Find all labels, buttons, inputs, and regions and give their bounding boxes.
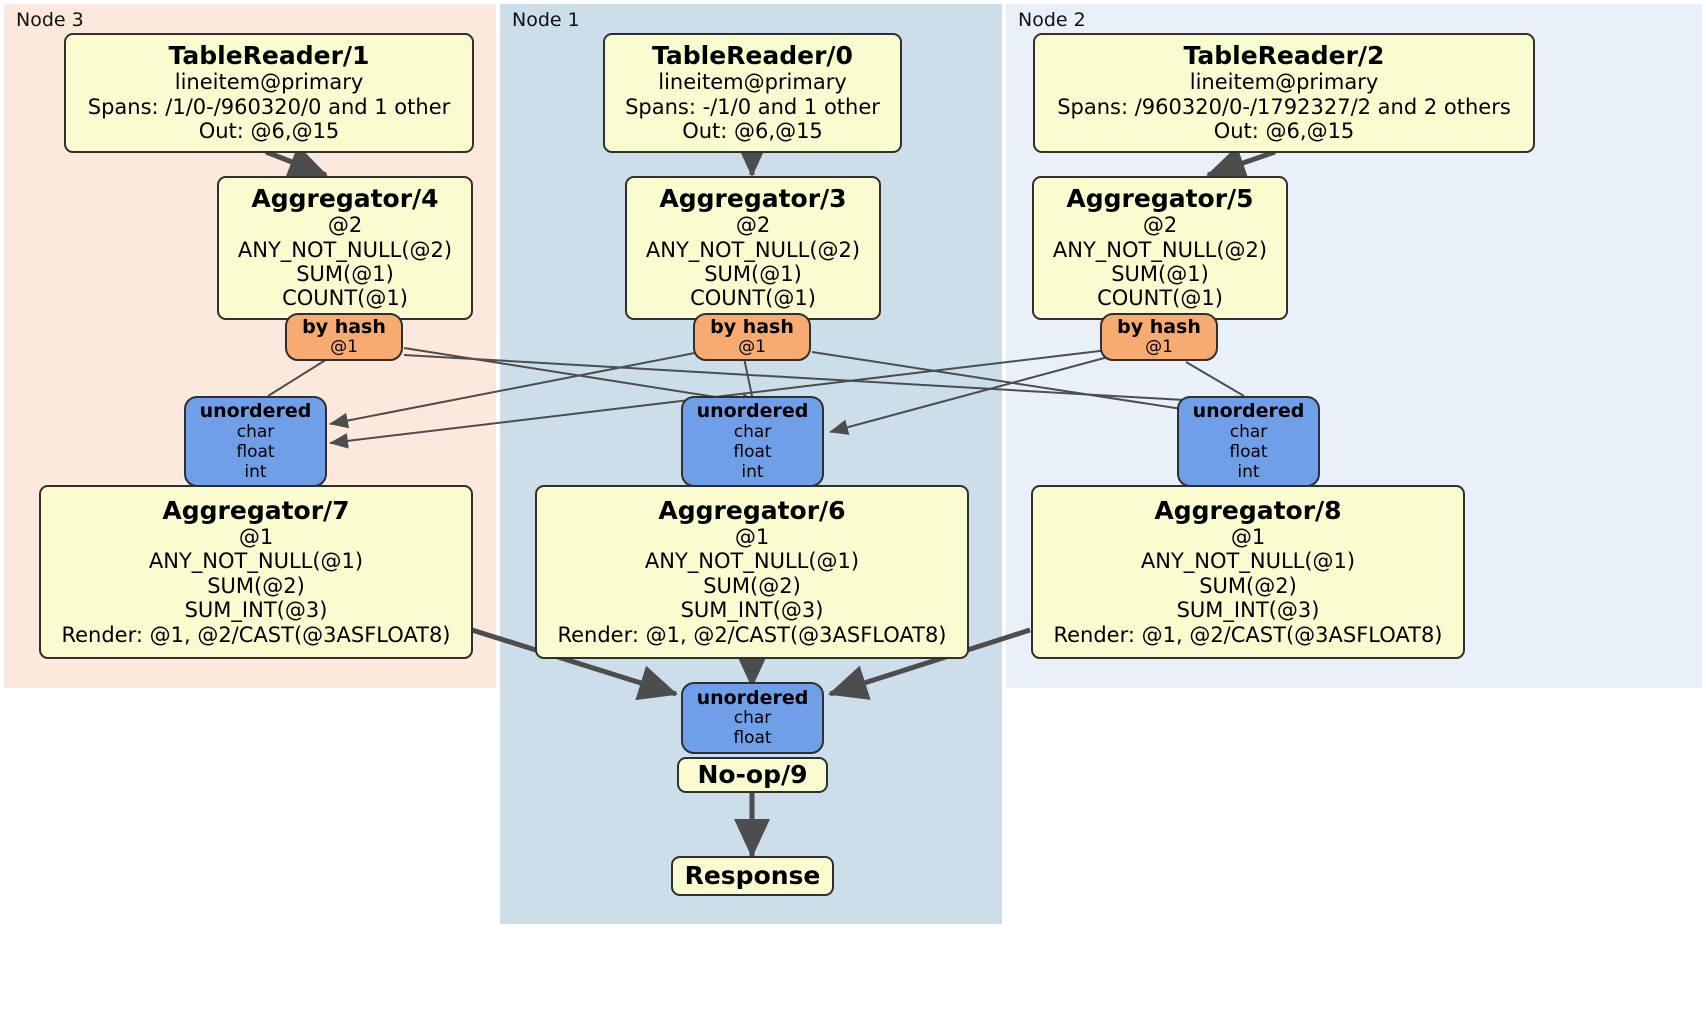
processor-detail: ANY_NOT_NULL(@2): [237, 237, 453, 262]
processor-title: Aggregator/4: [251, 184, 439, 214]
router-detail: char: [733, 708, 772, 729]
processor-detail: SUM_INT(@3): [680, 598, 824, 623]
processor-detail: SUM(@2): [207, 573, 305, 598]
router-by-hash-right[interactable]: by hash @1: [1100, 313, 1218, 361]
processor-detail: COUNT(@1): [690, 286, 816, 311]
processor-response[interactable]: Response: [671, 856, 834, 896]
processor-title: TableReader/1: [168, 41, 370, 71]
processor-detail: ANY_NOT_NULL(@2): [1052, 237, 1268, 262]
processor-detail: ANY_NOT_NULL(@2): [645, 237, 861, 262]
processor-detail: Spans: -/1/0 and 1 other: [625, 94, 880, 119]
processor-detail: @1: [1230, 525, 1266, 550]
router-title: unordered: [696, 399, 809, 422]
processor-detail: COUNT(@1): [282, 286, 408, 311]
processor-detail: ANY_NOT_NULL(@1): [1140, 549, 1356, 574]
processor-detail: lineitem@primary: [1189, 70, 1379, 95]
router-title: by hash: [1117, 315, 1201, 338]
processor-detail: SUM(@1): [1111, 262, 1209, 286]
processor-title: Response: [684, 861, 821, 890]
router-title: unordered: [696, 686, 809, 709]
processor-detail: Spans: /960320/0-/1792327/2 and 2 others: [1057, 94, 1511, 119]
processor-title: TableReader/0: [652, 41, 853, 71]
processor-detail: @1: [734, 525, 770, 550]
router-unordered-center[interactable]: unordered char float int: [681, 396, 824, 487]
processor-aggregator-7[interactable]: Aggregator/7 @1 ANY_NOT_NULL(@1) SUM(@2)…: [39, 485, 473, 659]
processor-detail: SUM_INT(@3): [184, 598, 328, 623]
processor-title: Aggregator/3: [659, 184, 847, 214]
processor-title: Aggregator/5: [1066, 184, 1254, 214]
router-detail: @1: [1145, 337, 1173, 358]
router-title: unordered: [1192, 399, 1305, 422]
router-unordered-final[interactable]: unordered char float: [681, 682, 824, 754]
router-detail: char: [1229, 421, 1268, 442]
processor-detail: Render: @1, @2/CAST(@3ASFLOAT8): [1053, 622, 1443, 647]
router-title: by hash: [302, 315, 386, 338]
swimlane-label-node1: Node 1: [512, 9, 580, 31]
processor-detail: SUM(@2): [1199, 573, 1297, 598]
router-detail: @1: [738, 337, 766, 358]
router-detail: int: [741, 461, 764, 482]
swimlane-label-node2: Node 2: [1018, 9, 1086, 31]
router-detail: float: [1229, 441, 1268, 462]
processor-detail: Render: @1, @2/CAST(@3ASFLOAT8): [557, 622, 947, 647]
router-title: unordered: [199, 399, 312, 422]
swimlane-label-node3: Node 3: [16, 9, 84, 31]
processor-detail: lineitem@primary: [658, 70, 847, 95]
processor-detail: @2: [735, 213, 771, 238]
processor-title: No-op/9: [697, 760, 808, 789]
router-detail: float: [236, 441, 275, 462]
processor-detail: ANY_NOT_NULL(@1): [148, 549, 364, 574]
processor-tablereader-1[interactable]: TableReader/1 lineitem@primary Spans: /1…: [64, 33, 474, 153]
processor-detail: @2: [1142, 213, 1178, 238]
processor-no-op-9[interactable]: No-op/9: [677, 757, 828, 793]
processor-detail: lineitem@primary: [174, 70, 364, 95]
processor-detail: SUM(@1): [296, 262, 394, 286]
processor-detail: SUM_INT(@3): [1176, 598, 1320, 623]
processor-aggregator-4[interactable]: Aggregator/4 @2 ANY_NOT_NULL(@2) SUM(@1)…: [217, 176, 473, 320]
processor-detail: Out: @6,@15: [682, 119, 823, 144]
router-by-hash-center[interactable]: by hash @1: [693, 313, 811, 361]
processor-detail: ANY_NOT_NULL(@1): [644, 549, 860, 574]
processor-title: Aggregator/8: [1154, 496, 1342, 526]
router-detail: char: [733, 421, 772, 442]
processor-detail: SUM(@2): [703, 573, 801, 598]
processor-detail: Spans: /1/0-/960320/0 and 1 other: [87, 94, 451, 119]
processor-tablereader-0[interactable]: TableReader/0 lineitem@primary Spans: -/…: [603, 33, 902, 153]
processor-detail: Render: @1, @2/CAST(@3ASFLOAT8): [61, 622, 451, 647]
processor-detail: Out: @6,@15: [1213, 119, 1355, 144]
router-unordered-right[interactable]: unordered char float int: [1177, 396, 1320, 487]
router-detail: float: [733, 441, 772, 462]
processor-aggregator-6[interactable]: Aggregator/6 @1 ANY_NOT_NULL(@1) SUM(@2)…: [535, 485, 969, 659]
processor-aggregator-8[interactable]: Aggregator/8 @1 ANY_NOT_NULL(@1) SUM(@2)…: [1031, 485, 1465, 659]
router-detail: int: [244, 461, 267, 482]
processor-aggregator-5[interactable]: Aggregator/5 @2 ANY_NOT_NULL(@2) SUM(@1)…: [1032, 176, 1288, 320]
processor-detail: Out: @6,@15: [198, 119, 340, 144]
processor-aggregator-3[interactable]: Aggregator/3 @2 ANY_NOT_NULL(@2) SUM(@1)…: [625, 176, 881, 320]
processor-detail: SUM(@1): [704, 262, 802, 286]
processor-detail: @1: [238, 525, 274, 550]
processor-title: Aggregator/6: [658, 496, 846, 526]
router-unordered-left[interactable]: unordered char float int: [184, 396, 327, 487]
processor-title: TableReader/2: [1183, 41, 1385, 71]
router-detail: int: [1237, 461, 1260, 482]
router-detail: char: [236, 421, 275, 442]
router-detail: @1: [330, 337, 358, 358]
router-detail: float: [733, 728, 772, 749]
router-by-hash-left[interactable]: by hash @1: [285, 313, 403, 361]
processor-title: Aggregator/7: [162, 496, 350, 526]
processor-detail: @2: [327, 213, 363, 238]
processor-tablereader-2[interactable]: TableReader/2 lineitem@primary Spans: /9…: [1033, 33, 1535, 153]
processor-detail: COUNT(@1): [1097, 286, 1223, 311]
router-title: by hash: [710, 315, 794, 338]
